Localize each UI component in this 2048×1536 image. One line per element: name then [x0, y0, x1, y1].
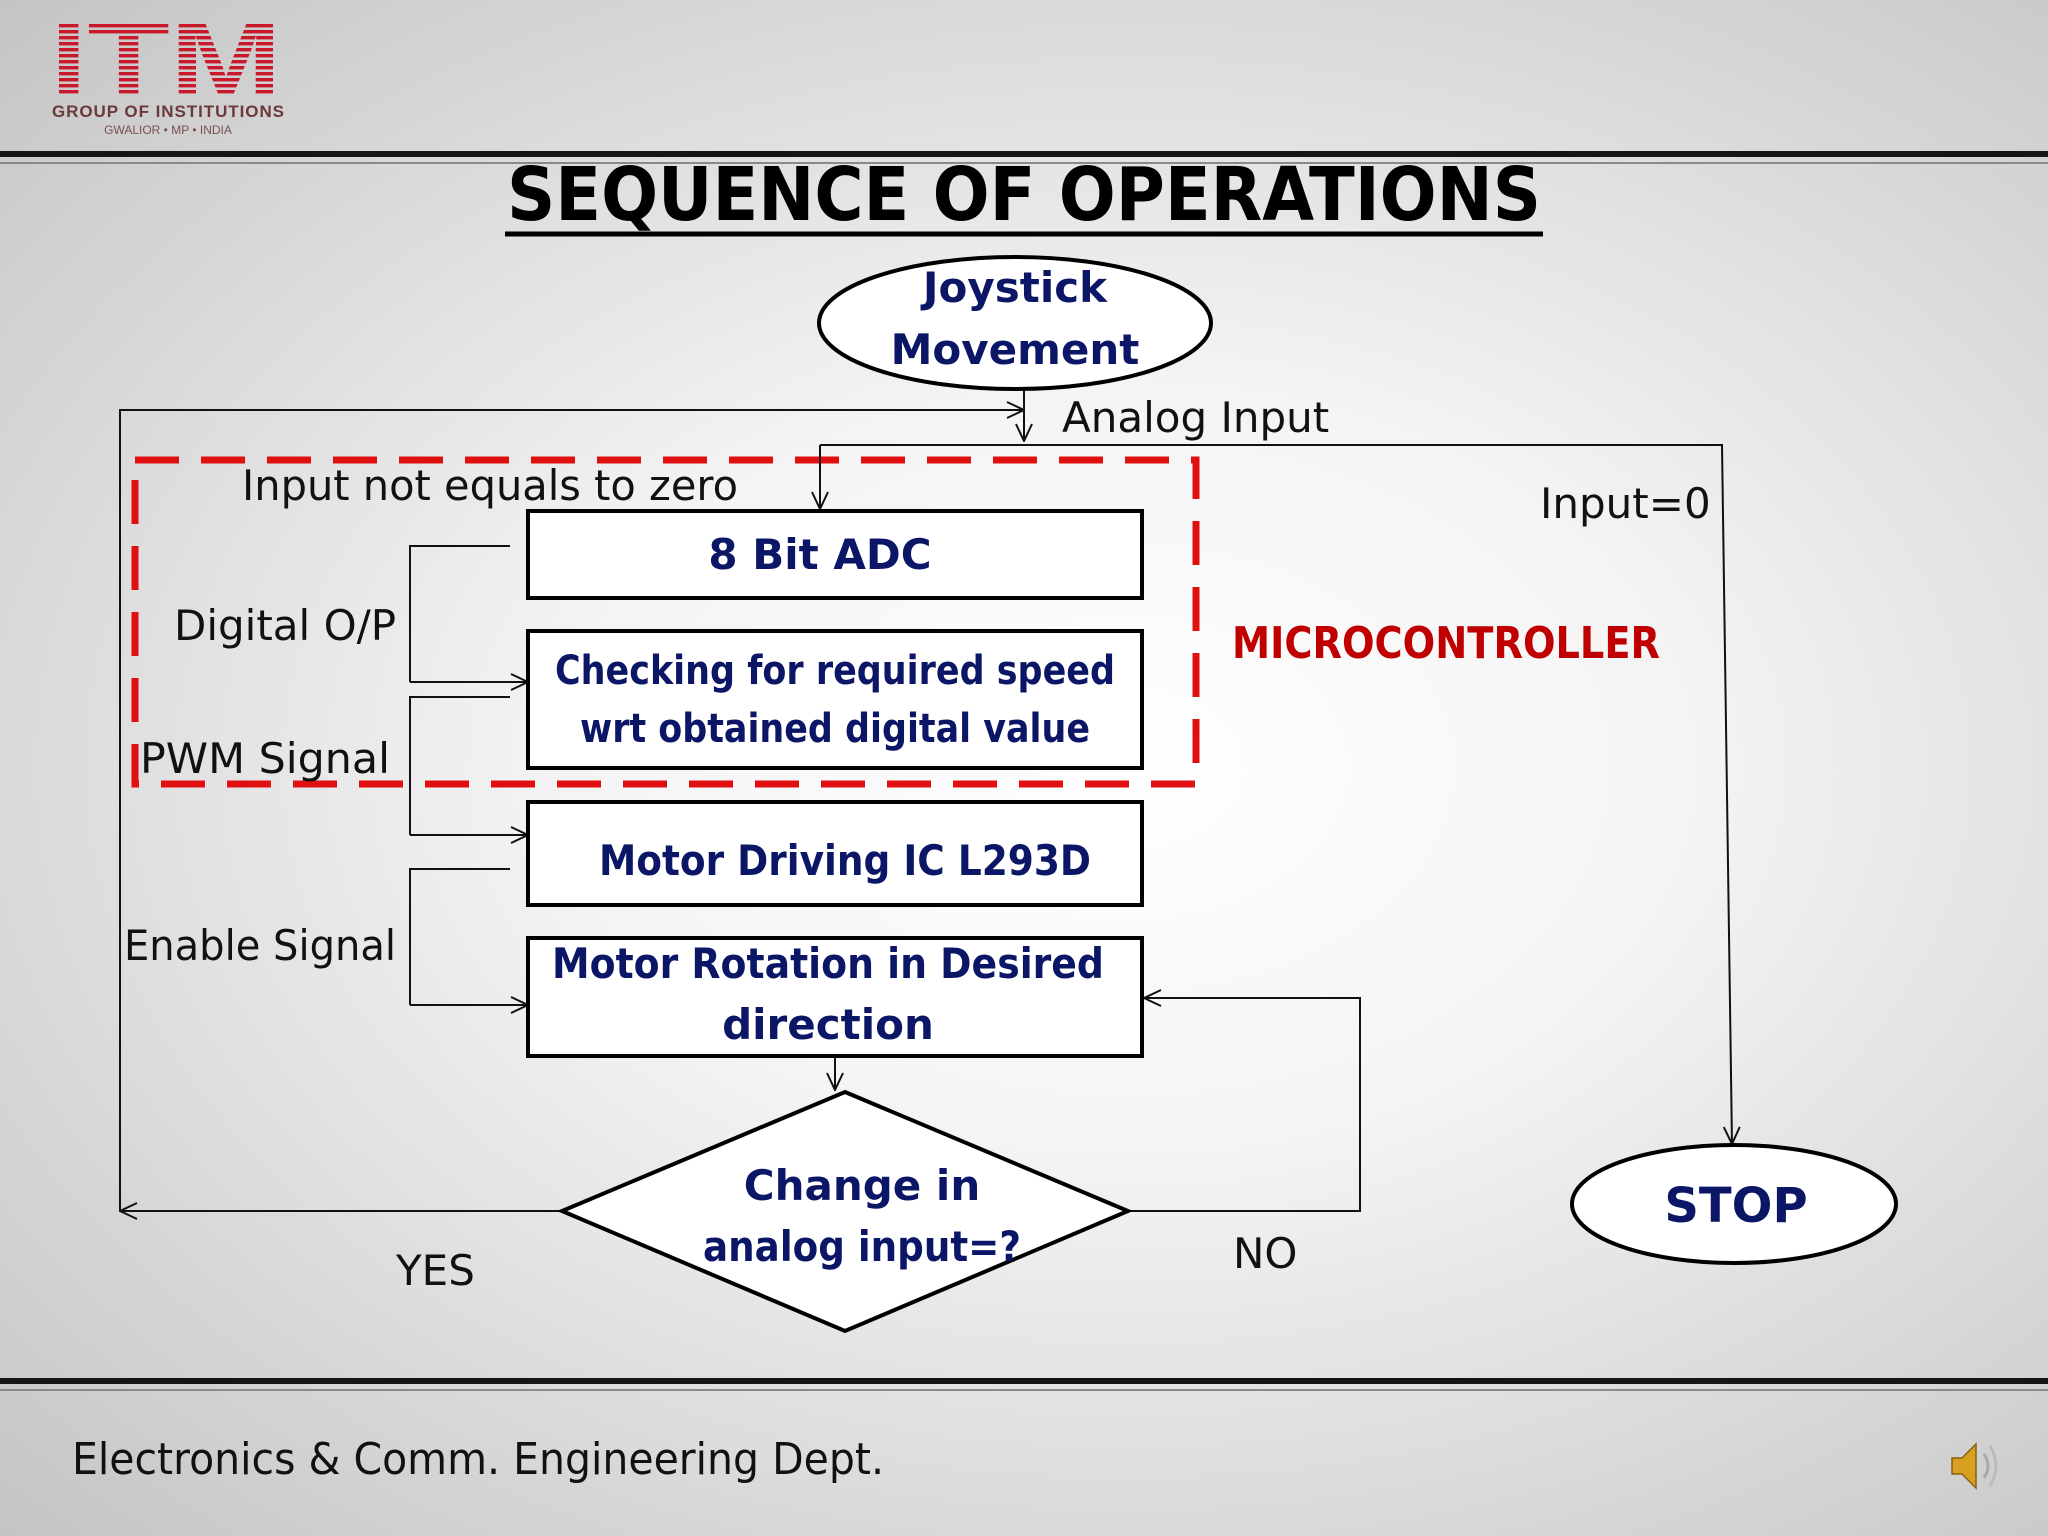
logo-brand: ITM	[50, 0, 282, 119]
label-yes: YES	[395, 1246, 475, 1295]
node-check-line2: wrt obtained digital value	[580, 706, 1090, 752]
label-input-zero: Input=0	[1540, 479, 1711, 528]
itm-logo: ITM GROUP OF INSTITUTIONS GWALIOR • MP •…	[50, 0, 284, 137]
logo-line1: GROUP OF INSTITUTIONS	[52, 102, 284, 121]
connector-no-loop	[1128, 998, 1361, 1212]
label-pwm-signal: PWM Signal	[140, 734, 390, 783]
label-digital-op: Digital O/P	[174, 601, 396, 650]
node-check-line1: Checking for required speed	[555, 648, 1115, 694]
node-decision-line1: Change in	[744, 1161, 980, 1210]
label-no: NO	[1233, 1229, 1297, 1278]
connector-input-zero	[820, 444, 1732, 1144]
node-decision-line2: analog input=?	[703, 1222, 1021, 1271]
connectors	[119, 390, 1732, 1212]
microcontroller-boundary	[131, 456, 1200, 788]
label-analog-input: Analog Input	[1062, 393, 1329, 442]
connector-check-out	[409, 696, 510, 835]
node-motor-rotation	[526, 936, 1144, 1058]
node-check-speed	[526, 629, 1144, 770]
node-stop-label: STOP	[1664, 1178, 1807, 1234]
speaker-icon[interactable]	[1951, 1442, 1998, 1490]
connector-driver-out	[409, 868, 510, 1005]
connector-yes-loop	[119, 410, 1024, 1211]
node-adc-label: 8 Bit ADC	[708, 530, 931, 579]
node-rotation-line2: direction	[722, 1000, 934, 1049]
label-microcontroller: MICROCONTROLLER	[1232, 618, 1660, 669]
page-title: SEQUENCE OF OPERATIONS	[507, 152, 1541, 238]
node-joystick-line1: Joystick	[920, 263, 1108, 312]
node-rotation-line1: Motor Rotation in Desired	[552, 939, 1104, 988]
node-decision	[556, 1089, 1134, 1334]
label-enable-signal: Enable Signal	[124, 921, 396, 970]
node-stop	[1570, 1143, 1898, 1265]
connector-adc-out	[409, 545, 510, 682]
footer-department: Electronics & Comm. Engineering Dept.	[72, 1434, 884, 1485]
node-motor-driver-label: Motor Driving IC L293D	[599, 836, 1091, 885]
logo-line2: GWALIOR • MP • INDIA	[104, 123, 232, 137]
label-input-nonzero: Input not equals to zero	[242, 461, 738, 510]
node-joystick-line2: Movement	[891, 325, 1140, 374]
node-joystick-movement	[817, 255, 1213, 391]
node-adc	[526, 509, 1144, 600]
node-motor-driver	[526, 800, 1144, 907]
